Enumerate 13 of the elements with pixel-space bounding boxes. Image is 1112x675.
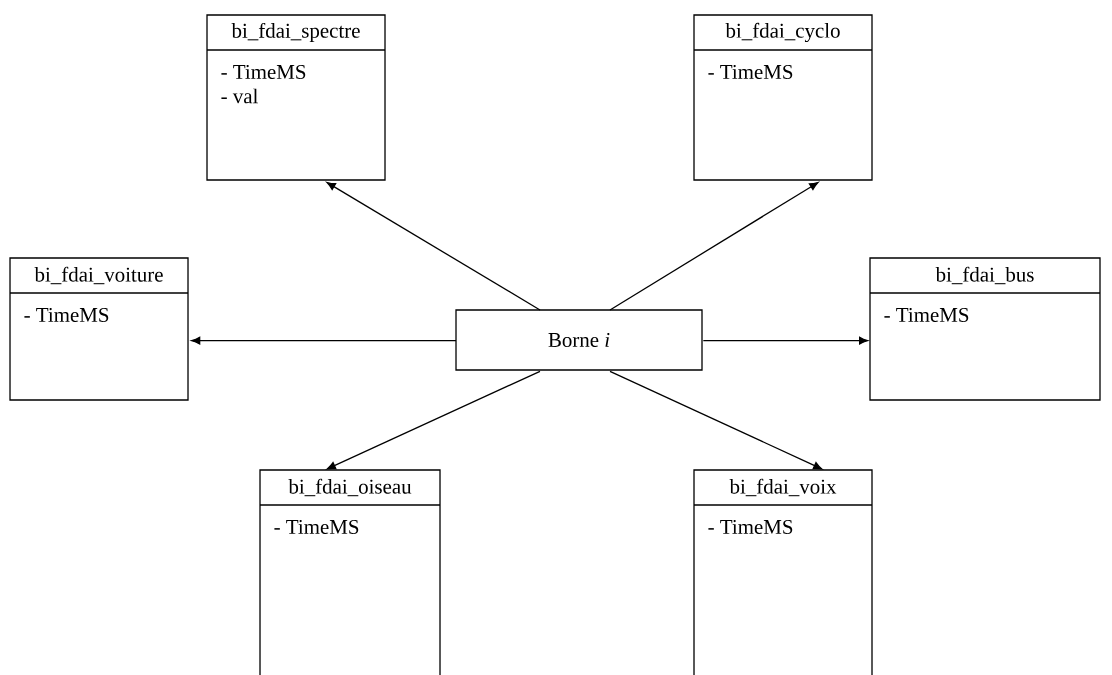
arrow — [609, 370, 823, 470]
class-box: bi_fdai_voiture - TimeMS — [9, 257, 189, 401]
class-box: bi_fdai_spectre - TimeMS - val — [206, 14, 386, 181]
arrow — [191, 336, 457, 345]
class-box: bi_fdai_bus - TimeMS — [869, 257, 1101, 401]
class-box: bi_fdai_voix - TimeMS — [693, 469, 873, 675]
arrow — [702, 336, 869, 345]
class-box: bi_fdai_oiseau - TimeMS — [259, 469, 441, 675]
arrow — [326, 370, 541, 470]
arrow — [326, 181, 541, 311]
arrow — [609, 181, 819, 311]
class-box: bi_fdai_cyclo - TimeMS — [693, 14, 873, 181]
class-box: Borne i — [455, 309, 703, 371]
